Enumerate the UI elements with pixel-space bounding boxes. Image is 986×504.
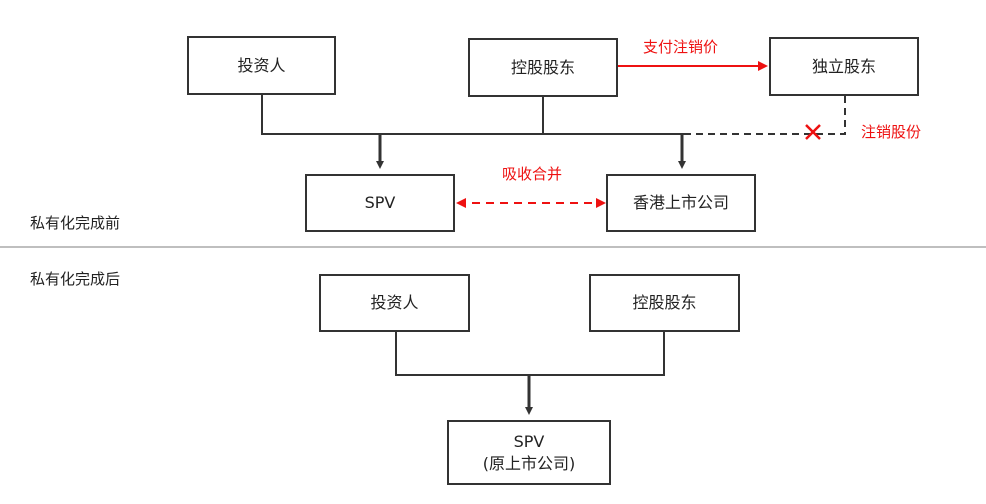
pay-cancellation-price-label: 支付注销价 (643, 38, 719, 56)
independent-shareholder-label: 独立股东 (811, 56, 876, 76)
after-ownership-connector (395, 331, 665, 415)
before-section-label: 私有化完成前 (30, 214, 121, 232)
before-spv-box: SPV (305, 174, 455, 232)
independent-shareholder-dashed-connector (684, 96, 846, 135)
absorb-merge-label: 吸收合并 (502, 165, 563, 183)
cancel-x-icon (805, 124, 821, 140)
before-investor-label: 投资人 (237, 55, 286, 75)
cancel-shares-label: 注销股份 (861, 123, 922, 141)
before-controlling-shareholder-label: 控股股东 (510, 57, 575, 77)
after-investor-box: 投资人 (319, 274, 470, 332)
hk-listed-company-label: 香港上市公司 (632, 193, 729, 212)
after-controlling-shareholder-label: 控股股东 (632, 293, 697, 312)
before-controlling-shareholder-box: 控股股东 (468, 38, 618, 97)
before-ownership-connector (261, 94, 686, 169)
before-spv-label: SPV (364, 193, 396, 212)
hk-listed-company-box: 香港上市公司 (606, 174, 756, 232)
after-spv-box: SPV (原上市公司) (447, 420, 611, 485)
after-spv-label: SPV (513, 431, 545, 451)
after-controlling-shareholder-box: 控股股东 (589, 274, 740, 332)
after-investor-label: 投资人 (370, 293, 419, 312)
before-investor-box: 投资人 (187, 36, 336, 95)
independent-shareholder-box: 独立股东 (769, 37, 919, 96)
after-spv-sublabel: (原上市公司) (482, 453, 576, 473)
after-section-label: 私有化完成后 (30, 270, 121, 288)
